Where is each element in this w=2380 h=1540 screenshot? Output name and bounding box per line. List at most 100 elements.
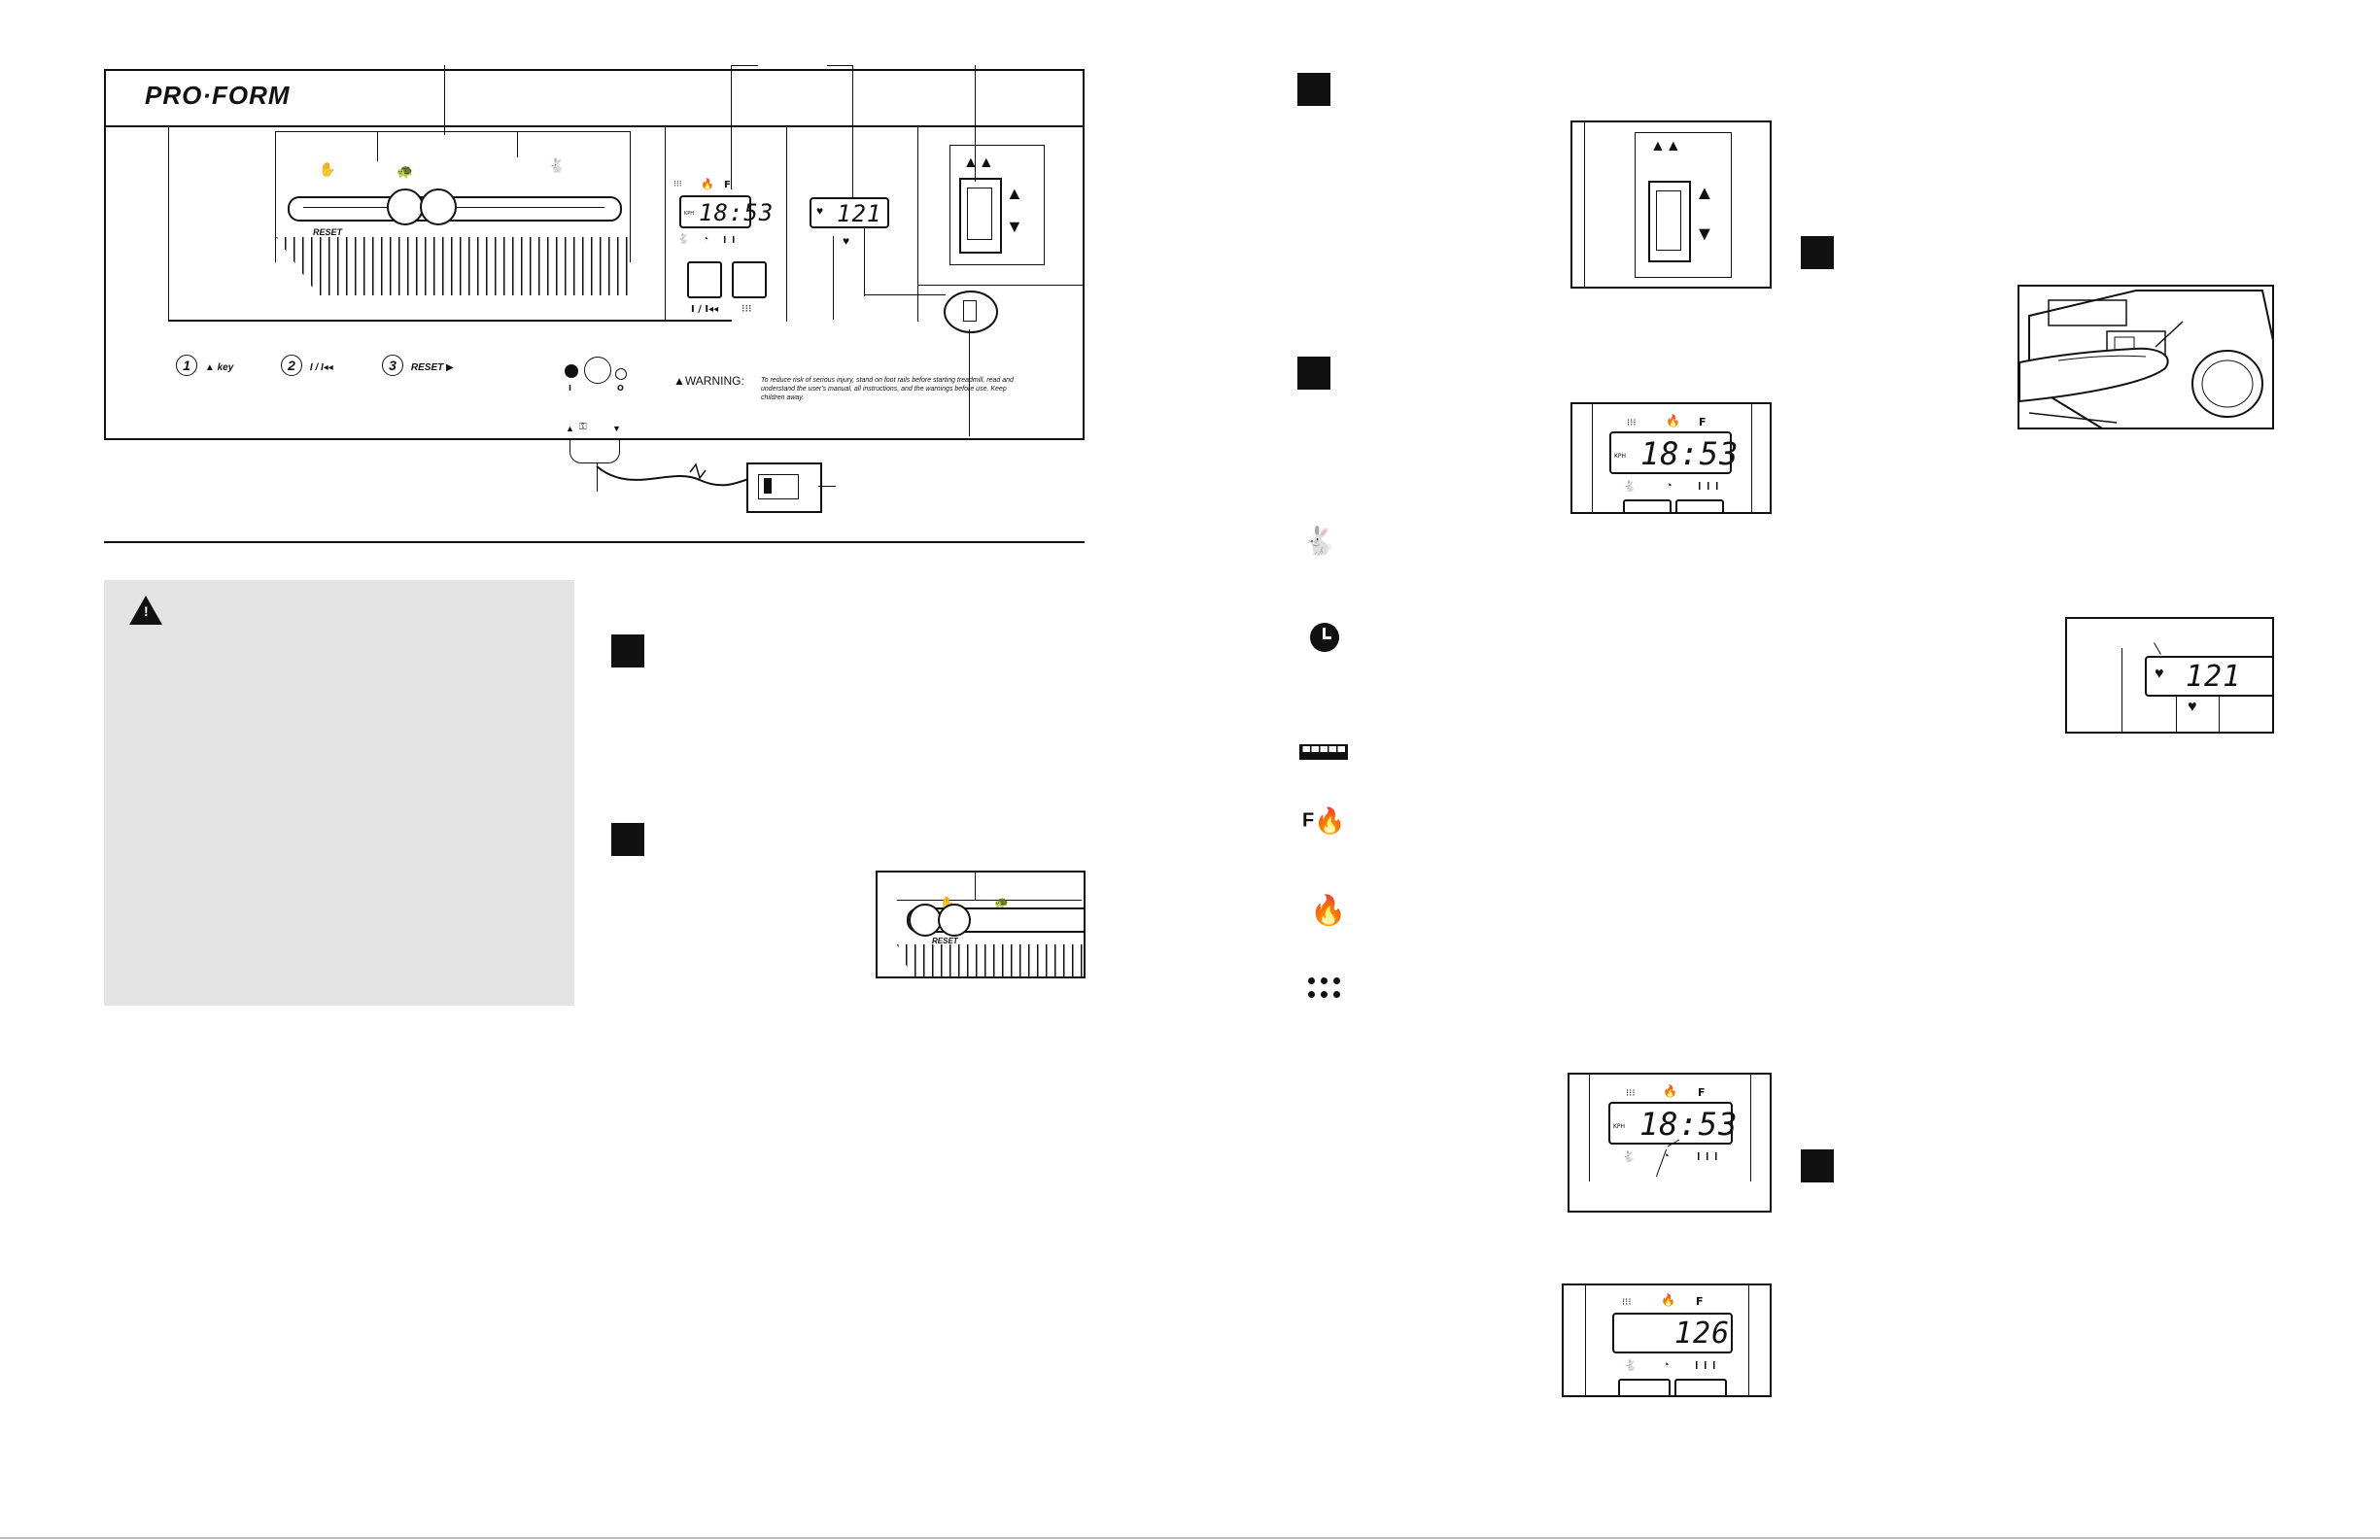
display-detail-3-lcd: 126: [1612, 1313, 1733, 1353]
incline-up-icon[interactable]: ▲: [1695, 183, 1714, 204]
ruler-small-icon: [1698, 1152, 1719, 1160]
step-1-text: ▲ key: [204, 362, 234, 373]
rabbit-small-icon: 🐇: [1623, 481, 1637, 493]
power-indicator-on: [565, 364, 578, 378]
step-1-number: 1: [176, 355, 197, 376]
main-display-units: KPH: [684, 211, 695, 217]
detail-slider-track[interactable]: [907, 904, 1084, 937]
step-marker: [1801, 236, 1834, 269]
fat-label: F: [1698, 1086, 1706, 1099]
ruler-small-icon: [1699, 482, 1720, 490]
display-button[interactable]: [732, 261, 767, 298]
display-detail-3: ⁝⁝⁝ 🔥 F 126 🐇 ◔: [1562, 1283, 1772, 1397]
speed-slider-knob-left[interactable]: [387, 188, 424, 225]
rabbit-small-icon: 🐇: [1622, 1151, 1636, 1163]
display-detail-1: ⁝⁝⁝ 🔥 F KPH 18:53 🐇 ◔: [1570, 402, 1772, 514]
pulse-display-value: 121: [837, 200, 882, 227]
fat-label: F: [1696, 1295, 1704, 1308]
incline-detail: ▲▲ ▲ ▼: [1570, 120, 1772, 289]
fat-calories-icon: F🔥: [1302, 805, 1346, 836]
warning-label: ▲WARNING:: [673, 374, 744, 388]
clock-small-icon: ◔: [703, 234, 709, 245]
ruler-small-icon: [1696, 1361, 1717, 1369]
distance-ruler-icon: [1299, 744, 1348, 760]
rabbit-small-icon: 🐇: [1624, 1360, 1638, 1372]
incline-panel: [949, 145, 1045, 265]
page-bottom-edge: [0, 1537, 2380, 1539]
display-detail-2-units: KPH: [1613, 1123, 1626, 1130]
incline-down-icon[interactable]: ▼: [1695, 223, 1714, 245]
incline-mountain-icon: ▲▲: [963, 154, 994, 171]
reset-label: RESET: [313, 227, 343, 237]
speed-panel-frame: [168, 127, 169, 322]
speed-panel-grille: [276, 237, 628, 295]
main-display: KPH 18:53: [679, 195, 773, 228]
clock-small-icon: ◔: [1666, 480, 1673, 492]
incline-rocker[interactable]: [1648, 181, 1691, 262]
step-3-text: RESET ▶: [410, 362, 454, 373]
fat-label: F: [1699, 416, 1707, 428]
flame-icon: 🔥: [1661, 1293, 1675, 1307]
power-key-socket[interactable]: [584, 357, 611, 384]
section-divider: [104, 541, 1085, 543]
rabbit-icon: 🐇: [548, 157, 566, 173]
main-display-value: 18:53: [699, 199, 775, 226]
speed-control-detail: ✋ 🐢 RESET: [876, 871, 1086, 978]
flame-icon: 🔥: [701, 179, 714, 190]
calories-flame-icon: 🔥: [1310, 895, 1347, 927]
step-marker: [611, 634, 644, 667]
clock-small-icon: ◔: [1663, 1150, 1670, 1162]
scan-dots-large-icon: [1308, 977, 1343, 1001]
start-button-label: I / I◂◂: [691, 304, 719, 315]
heart-icon: ♥: [2155, 666, 2164, 682]
incline-up-icon[interactable]: ▲: [1006, 184, 1023, 203]
key-holder[interactable]: [569, 439, 620, 463]
power-on-label: I: [569, 384, 571, 393]
power-indicator-off: [615, 368, 627, 380]
fat-label: F: [724, 180, 731, 190]
turtle-icon: 🐢: [397, 163, 414, 179]
incline-down-icon[interactable]: ▼: [1006, 217, 1023, 236]
pulse-sensor[interactable]: [944, 291, 998, 333]
display-detail-1-value: 18:53: [1640, 435, 1740, 472]
step-marker: [611, 823, 644, 856]
warning-text: To reduce risk of serious injury, stand …: [761, 377, 1014, 401]
step-marker: [1801, 1149, 1834, 1182]
display-detail-1-units: KPH: [1614, 453, 1627, 460]
scan-dots-icon: ⁝⁝⁝: [1627, 418, 1637, 428]
ruler-small-icon: [724, 236, 742, 243]
pulse-display: ♥ 121: [810, 197, 889, 228]
display-detail-2-lcd: KPH 18:53: [1608, 1102, 1737, 1145]
clock-small-icon: ◔: [1663, 1359, 1670, 1371]
console-diagram: PRO·FORM ✋ 🐢 🐇 RESET KPH 18:53 ⁝⁝⁝ 🔥 F 🐇…: [104, 65, 1085, 440]
wall-outlet: [746, 462, 822, 513]
display-detail-1-lcd: KPH 18:53: [1609, 431, 1738, 474]
display-detail-2: ⁝⁝⁝ 🔥 F KPH 18:53 🐇 ◔: [1568, 1073, 1772, 1213]
heart-icon: ♥: [816, 204, 824, 218]
hand-on-sensor-drawing: [2019, 290, 2272, 428]
warning-triangle-icon: ▲: [673, 374, 685, 388]
pulse-sensor-illustration: [2018, 285, 2274, 429]
start-button[interactable]: [687, 261, 722, 298]
speed-slider-knob-right[interactable]: [420, 188, 457, 225]
warning-panel-triangle-icon: !: [129, 596, 162, 625]
instruction-step-3: 3 RESET ▶: [382, 355, 454, 376]
incline-rocker[interactable]: [959, 178, 1002, 254]
display-detail-3-value: 126: [1674, 1317, 1731, 1351]
scan-dots-icon: ⁝⁝⁝: [1622, 1297, 1632, 1308]
detail-grille: [897, 944, 1084, 976]
stop-hand-icon: ✋: [319, 161, 336, 177]
display-button-dots-icon: ⁝⁝⁝: [742, 302, 752, 315]
flame-icon: 🔥: [1663, 1084, 1677, 1098]
flame-icon: 🔥: [1666, 414, 1680, 428]
step-2-text: I / I◂◂: [309, 362, 333, 373]
power-cord: [596, 462, 765, 487]
step-marker: [1297, 357, 1330, 390]
speed-slider-track[interactable]: [288, 188, 622, 225]
rabbit-speed-icon: 🐇: [1302, 526, 1336, 556]
instruction-step-2: 2 I / I◂◂: [281, 355, 333, 376]
heart-icon-below: ♥: [843, 234, 850, 248]
pulse-detail: ♥ 121 ♥: [2065, 617, 2274, 734]
key-up-arrow: ▲: [566, 424, 574, 433]
step-marker: [1297, 73, 1330, 106]
